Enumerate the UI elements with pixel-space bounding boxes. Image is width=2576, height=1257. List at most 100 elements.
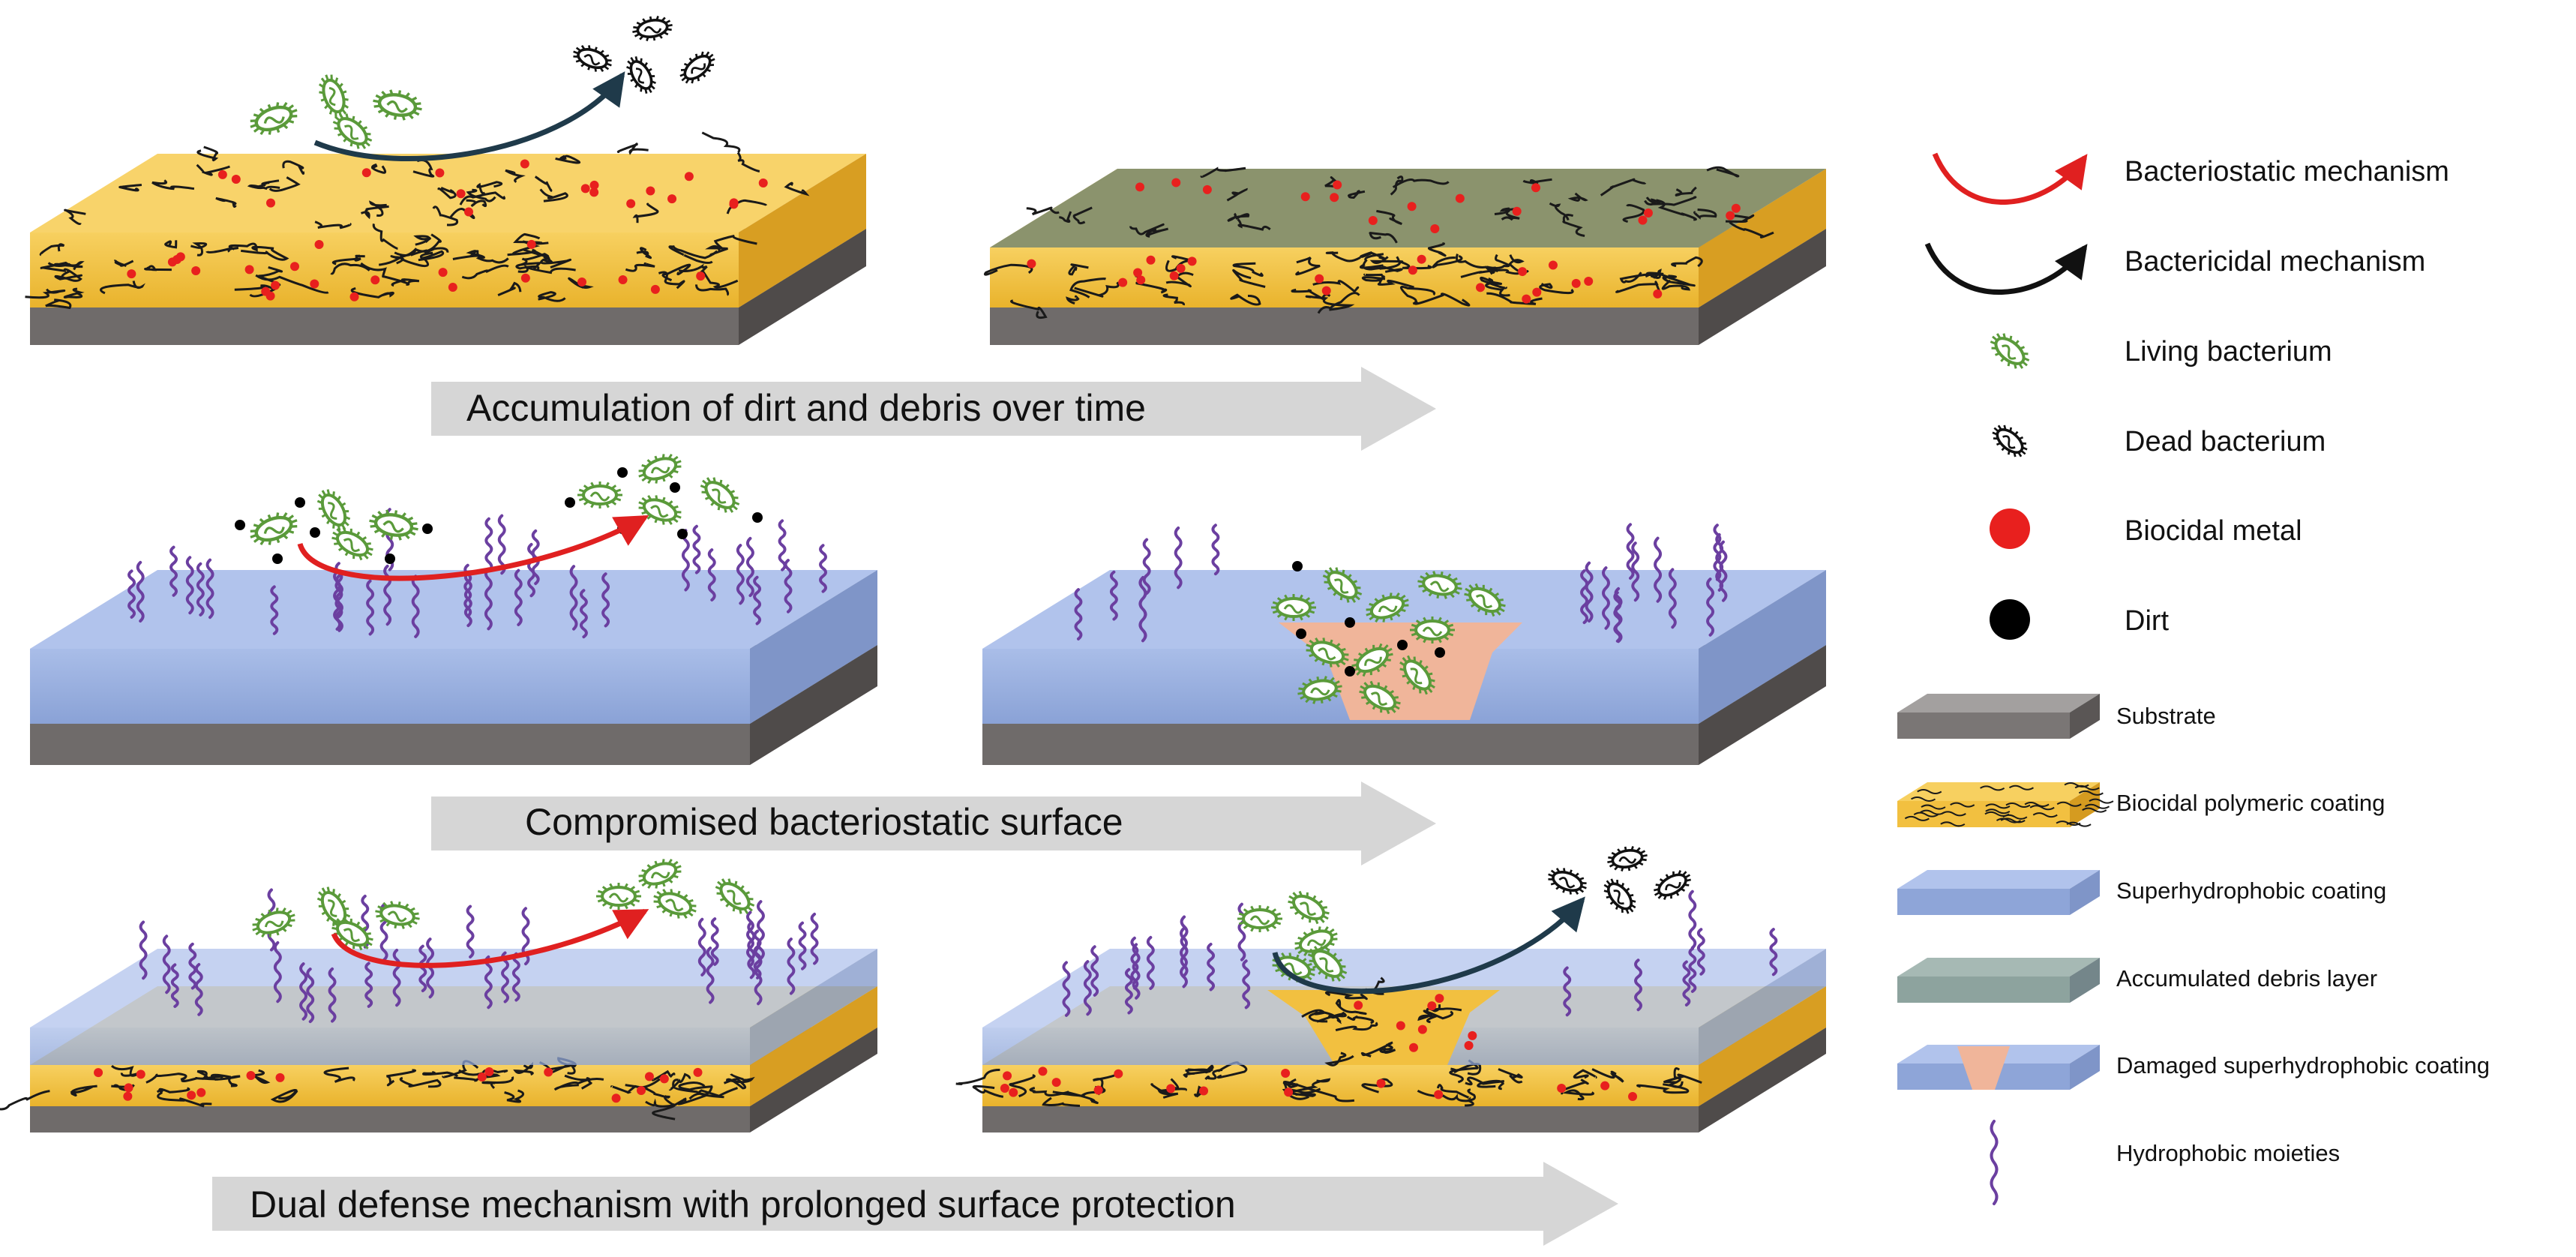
bacterium-pilus [289,914,295,918]
hydrophobic-moiety [411,574,420,638]
metal-dot [172,254,182,264]
metal-dot [1321,286,1331,296]
crack-line [1622,204,1645,224]
metal-dot [1518,267,1528,277]
crack-line [466,199,487,208]
metal-dot [275,1072,285,1082]
hydrophobic-moiety [1207,943,1216,992]
crack-line [1591,1068,1624,1083]
metal-dot [217,170,227,179]
arrow-label-accumulation: Accumulation of dirt and debris over tim… [466,387,1146,429]
crack-path [1522,178,1552,185]
hydrophobic-moiety [1631,542,1640,602]
legend-bacteriostatic-arrow-icon-head [2055,154,2088,190]
crack-path [1026,206,1060,216]
hydrophobic-moiety [501,951,510,1004]
metal-dot [1430,224,1440,234]
hydrophobic-moiety [1769,928,1778,976]
crack-line [64,208,86,225]
hydrophobic-moiety [706,946,715,1004]
hydrophobic-moiety [484,567,493,631]
crack-line [1377,274,1414,289]
crack-line [0,1090,50,1111]
metal-dot [1171,178,1181,188]
metal-dot [1038,1066,1048,1076]
metal-dot [1146,255,1156,265]
crack-line [1157,1088,1187,1099]
crack-line [1369,232,1398,244]
metal-dot [577,277,586,286]
metal-dot [1408,266,1417,275]
legend-polymeric-crack [1940,821,1966,827]
bacterium-dna [1370,692,1388,706]
crack-line [43,266,82,282]
bacterium-dna [650,872,670,879]
legend-polymeric-crack [1950,802,1975,808]
crack-line [553,1078,604,1091]
crack-line [1465,1088,1477,1107]
crack-line [672,1078,713,1096]
crack-line [40,261,85,271]
crack-line [1390,176,1404,196]
crack-line [1348,190,1366,200]
bacterium-dna [344,124,359,140]
metal-dot [1628,1091,1638,1101]
crack-line [723,1078,747,1090]
crack-line [234,284,277,298]
coating-slab-side [750,949,877,1065]
crack-line [228,242,274,252]
crack-line [1042,1096,1081,1107]
bacterium-pilus [1456,586,1462,590]
metal-dot [261,286,271,296]
coating-slab-top [30,949,877,1028]
living-bacterium [369,509,418,541]
living-bacterium [332,113,373,149]
bacterium-dna [665,898,684,912]
hydrophobic-moiety [681,529,690,592]
metal-dot [667,194,677,204]
dirt-particle [295,497,305,508]
crack-path [151,179,195,190]
crack-line [1059,211,1072,224]
legend-label-moieties: Hydrophobic moieties [2116,1140,2341,1166]
living-bacterium [331,916,373,951]
crack-line [702,271,739,289]
metal-dot [187,1090,196,1100]
hydrophobic-moiety [1626,523,1635,580]
crack-line [330,262,370,275]
legend-polymeric-crack [2089,798,2114,804]
hydrophobic-moiety [692,524,701,574]
crack-path [247,184,280,190]
crack-line [661,263,691,282]
crack-path [1200,166,1246,178]
legend-label-dead: Dead bacterium [2125,426,2326,458]
dirt-particle [677,529,688,539]
crack-line [1460,268,1521,278]
hydrophobic-moiety [1713,524,1722,581]
living-bacterium [1410,616,1455,644]
crack-path [64,208,86,225]
metal-dot [1557,1083,1567,1093]
legend-label-damaged: Damaged superhydrophobic coating [2116,1052,2491,1078]
legend-polymeric-crack [1910,796,1936,802]
hydrophobic-moiety [778,519,787,572]
living-bacterium [1399,655,1435,695]
crack-path [1376,209,1402,226]
bacterium-dna [387,910,407,922]
dead-bacterium [1607,846,1648,872]
crack-line [668,245,713,264]
substrate-slab-side [739,229,866,345]
bacterium-dna [1665,882,1681,891]
legend-debris-icon-top [1897,958,2100,976]
crack-line [241,248,289,261]
crack-path [1369,232,1398,244]
crack-line [1230,293,1261,306]
metal-dot [1114,1069,1123,1078]
metal-dot [463,207,473,217]
crack-path [412,158,435,178]
bacterium-dna [1299,902,1317,916]
living-bacterium [318,74,349,118]
crack-line [323,1066,355,1083]
metal-dot [1396,1021,1405,1030]
